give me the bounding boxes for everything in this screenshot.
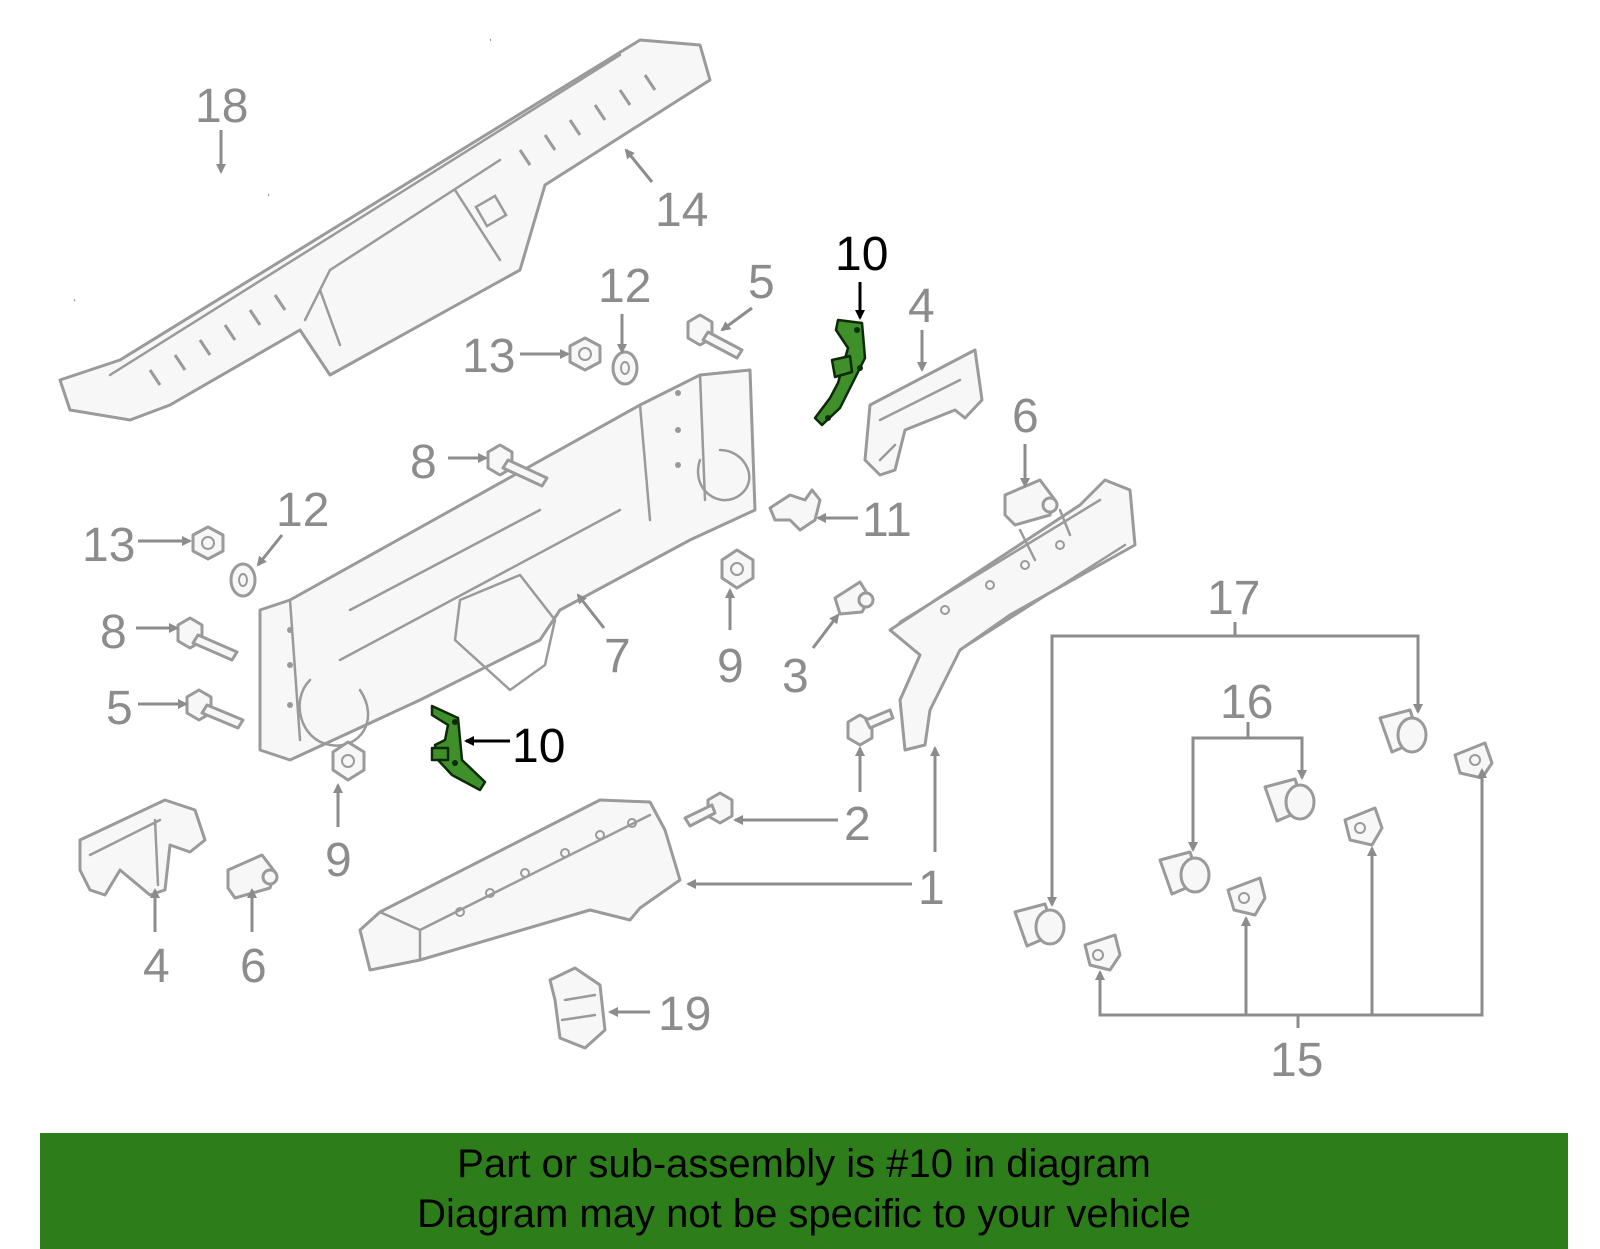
- callout-8-upper: 8: [410, 436, 437, 489]
- sensor-part-19: [548, 966, 607, 1050]
- callout-4-lower: 4: [143, 940, 170, 993]
- clip-part-6-lower: [226, 853, 279, 900]
- clip-part-3: [833, 580, 875, 616]
- callout-10-lower: 10: [512, 720, 565, 773]
- sensor-part-15-b: [1226, 876, 1267, 917]
- banner-line-part-number: Part or sub-assembly is #10 in diagram: [457, 1142, 1151, 1186]
- callout-11: 11: [862, 494, 912, 547]
- callout-8-lower: 8: [100, 606, 127, 659]
- callout-9-upper: 9: [717, 640, 744, 693]
- callout-3: 3: [782, 650, 809, 703]
- side-rail-part: [888, 478, 1137, 752]
- callout-5-upper: 5: [748, 256, 775, 309]
- callout-19: 19: [658, 988, 711, 1041]
- bolt-part-8-lower: [176, 616, 239, 662]
- callout-15: 15: [1270, 1034, 1323, 1087]
- callout-6-lower: 6: [240, 940, 267, 993]
- sensor-part-15-c: [1343, 806, 1384, 847]
- callout-4-upper: 4: [908, 280, 935, 333]
- plug-part-17-left: [1013, 902, 1066, 948]
- callout-6-upper: 6: [1012, 390, 1039, 443]
- bracket-part-4-lower: [78, 798, 207, 897]
- callout-7: 7: [604, 630, 631, 683]
- plug-part-16-right: [1263, 777, 1316, 823]
- bolt-part-8-upper: [486, 443, 549, 488]
- callout-5-lower: 5: [106, 682, 133, 735]
- wiring-harness-part-18: [73, 38, 492, 302]
- leader-lines: [136, 130, 1487, 1028]
- bracket-part-10-upper-highlighted: [813, 318, 867, 427]
- callout-9-lower: 9: [325, 834, 352, 887]
- step-pad-part-14: [58, 38, 712, 422]
- bolt-part-5-upper: [686, 313, 744, 360]
- callout-17: 17: [1207, 572, 1260, 625]
- plug-part-16-left: [1158, 850, 1211, 896]
- callout-13-upper: 13: [462, 330, 515, 383]
- parts-diagram: 18 14 12 13 5 10 4 6 8 11 13 12 17 7 8 9…: [58, 38, 1494, 1087]
- step-bracket-part-7: [258, 368, 757, 762]
- sensor-part-15-a: [1083, 933, 1122, 972]
- nut-part-9-upper: [720, 548, 755, 590]
- banner-line-disclaimer: Diagram may not be specific to your vehi…: [417, 1192, 1191, 1236]
- bracket-part-11: [768, 488, 822, 532]
- callout-12-upper: 12: [598, 260, 651, 313]
- callout-16: 16: [1220, 676, 1273, 729]
- callout-12-lower: 12: [276, 484, 329, 537]
- callout-14: 14: [655, 184, 708, 237]
- info-banner: Part or sub-assembly is #10 in diagram D…: [40, 1133, 1568, 1249]
- clip-part-6-upper: [1003, 478, 1059, 527]
- callout-1: 1: [918, 862, 945, 915]
- bolt-part-5-lower: [185, 688, 245, 730]
- bracket-part-4-upper: [863, 348, 984, 477]
- callout-10-upper: 10: [835, 228, 888, 281]
- callout-13-lower: 13: [82, 519, 135, 572]
- nut-part-9-lower: [331, 740, 366, 782]
- washer-part-12-lower: [229, 562, 257, 598]
- callout-18: 18: [195, 80, 248, 133]
- washer-part-12-upper: [611, 350, 639, 386]
- bolt-part-2-lower: [683, 791, 734, 828]
- bolt-part-2-upper: [846, 708, 895, 747]
- nut-part-13-upper: [568, 336, 602, 372]
- sensor-part-15-d: [1453, 741, 1494, 780]
- step-lower-part-1: [358, 798, 682, 972]
- plug-part-17-right: [1378, 708, 1428, 754]
- nut-part-13-lower: [191, 525, 225, 561]
- bracket-part-10-lower-highlighted: [430, 704, 487, 792]
- callout-2: 2: [844, 798, 871, 851]
